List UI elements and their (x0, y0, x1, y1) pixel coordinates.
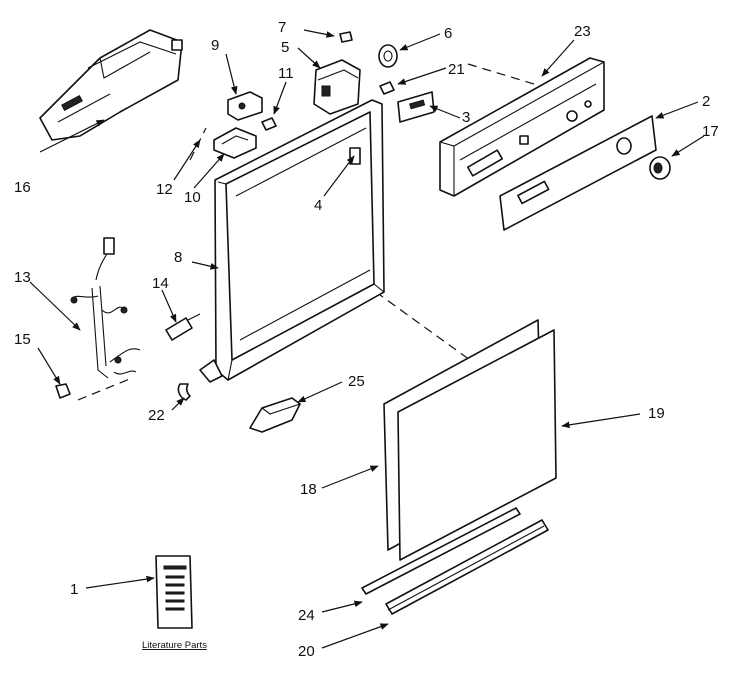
callout-16: 16 (14, 179, 31, 196)
callout-5: 5 (281, 39, 289, 56)
part-23-control-panel (439, 57, 605, 197)
part-1-literature-card (155, 555, 193, 629)
part-10-latch (213, 127, 257, 159)
part-8-door-frame (199, 99, 385, 383)
part-19-outer-panel (397, 329, 557, 561)
callout-4: 4 (314, 197, 322, 214)
callout-15: 15 (14, 331, 31, 348)
callout-11: 11 (278, 65, 294, 82)
part-24-trim-strip (361, 507, 521, 595)
part-16-vent-housing (39, 29, 183, 141)
part-21-screw (379, 81, 395, 95)
callout-13: 13 (14, 269, 31, 286)
part-17-knob (649, 156, 671, 180)
callout-23: 23 (574, 23, 591, 40)
part-25-bracket (249, 397, 301, 433)
part-5-switch (313, 59, 361, 115)
part-6-knob (378, 44, 398, 68)
part-14-connector (165, 313, 201, 341)
part-13-wire-harness (70, 237, 141, 379)
callout-20: 20 (298, 643, 315, 660)
callout-10: 10 (184, 189, 201, 206)
callout-6: 6 (444, 25, 452, 42)
callout-21: 21 (448, 61, 465, 78)
part-20-bottom-trim (385, 519, 549, 615)
part-22-clip (177, 383, 191, 401)
part-2-control-overlay (499, 115, 657, 231)
callout-8: 8 (174, 249, 182, 266)
callout-14: 14 (152, 275, 169, 292)
part-9-bracket (227, 91, 263, 121)
callout-2: 2 (702, 93, 710, 110)
callout-24: 24 (298, 607, 315, 624)
part-11-screw (261, 117, 277, 131)
part-3-bracket (397, 91, 435, 123)
callout-12: 12 (156, 181, 173, 198)
part-15-screw (55, 383, 71, 399)
callout-3: 3 (462, 109, 470, 126)
part-7-screw (339, 31, 353, 43)
callout-22: 22 (148, 407, 165, 424)
callout-18: 18 (300, 481, 317, 498)
callout-17: 17 (702, 123, 719, 140)
callout-25: 25 (348, 373, 365, 390)
callout-9: 9 (211, 37, 219, 54)
callout-labels: 7 6 5 9 11 21 23 2 17 3 12 10 4 8 16 13 … (14, 19, 719, 660)
literature-parts-label: Literature Parts (142, 640, 207, 651)
leader-lines (29, 29, 705, 649)
callout-19: 19 (648, 405, 665, 422)
callout-1: 1 (70, 581, 78, 598)
callout-7: 7 (278, 19, 286, 36)
